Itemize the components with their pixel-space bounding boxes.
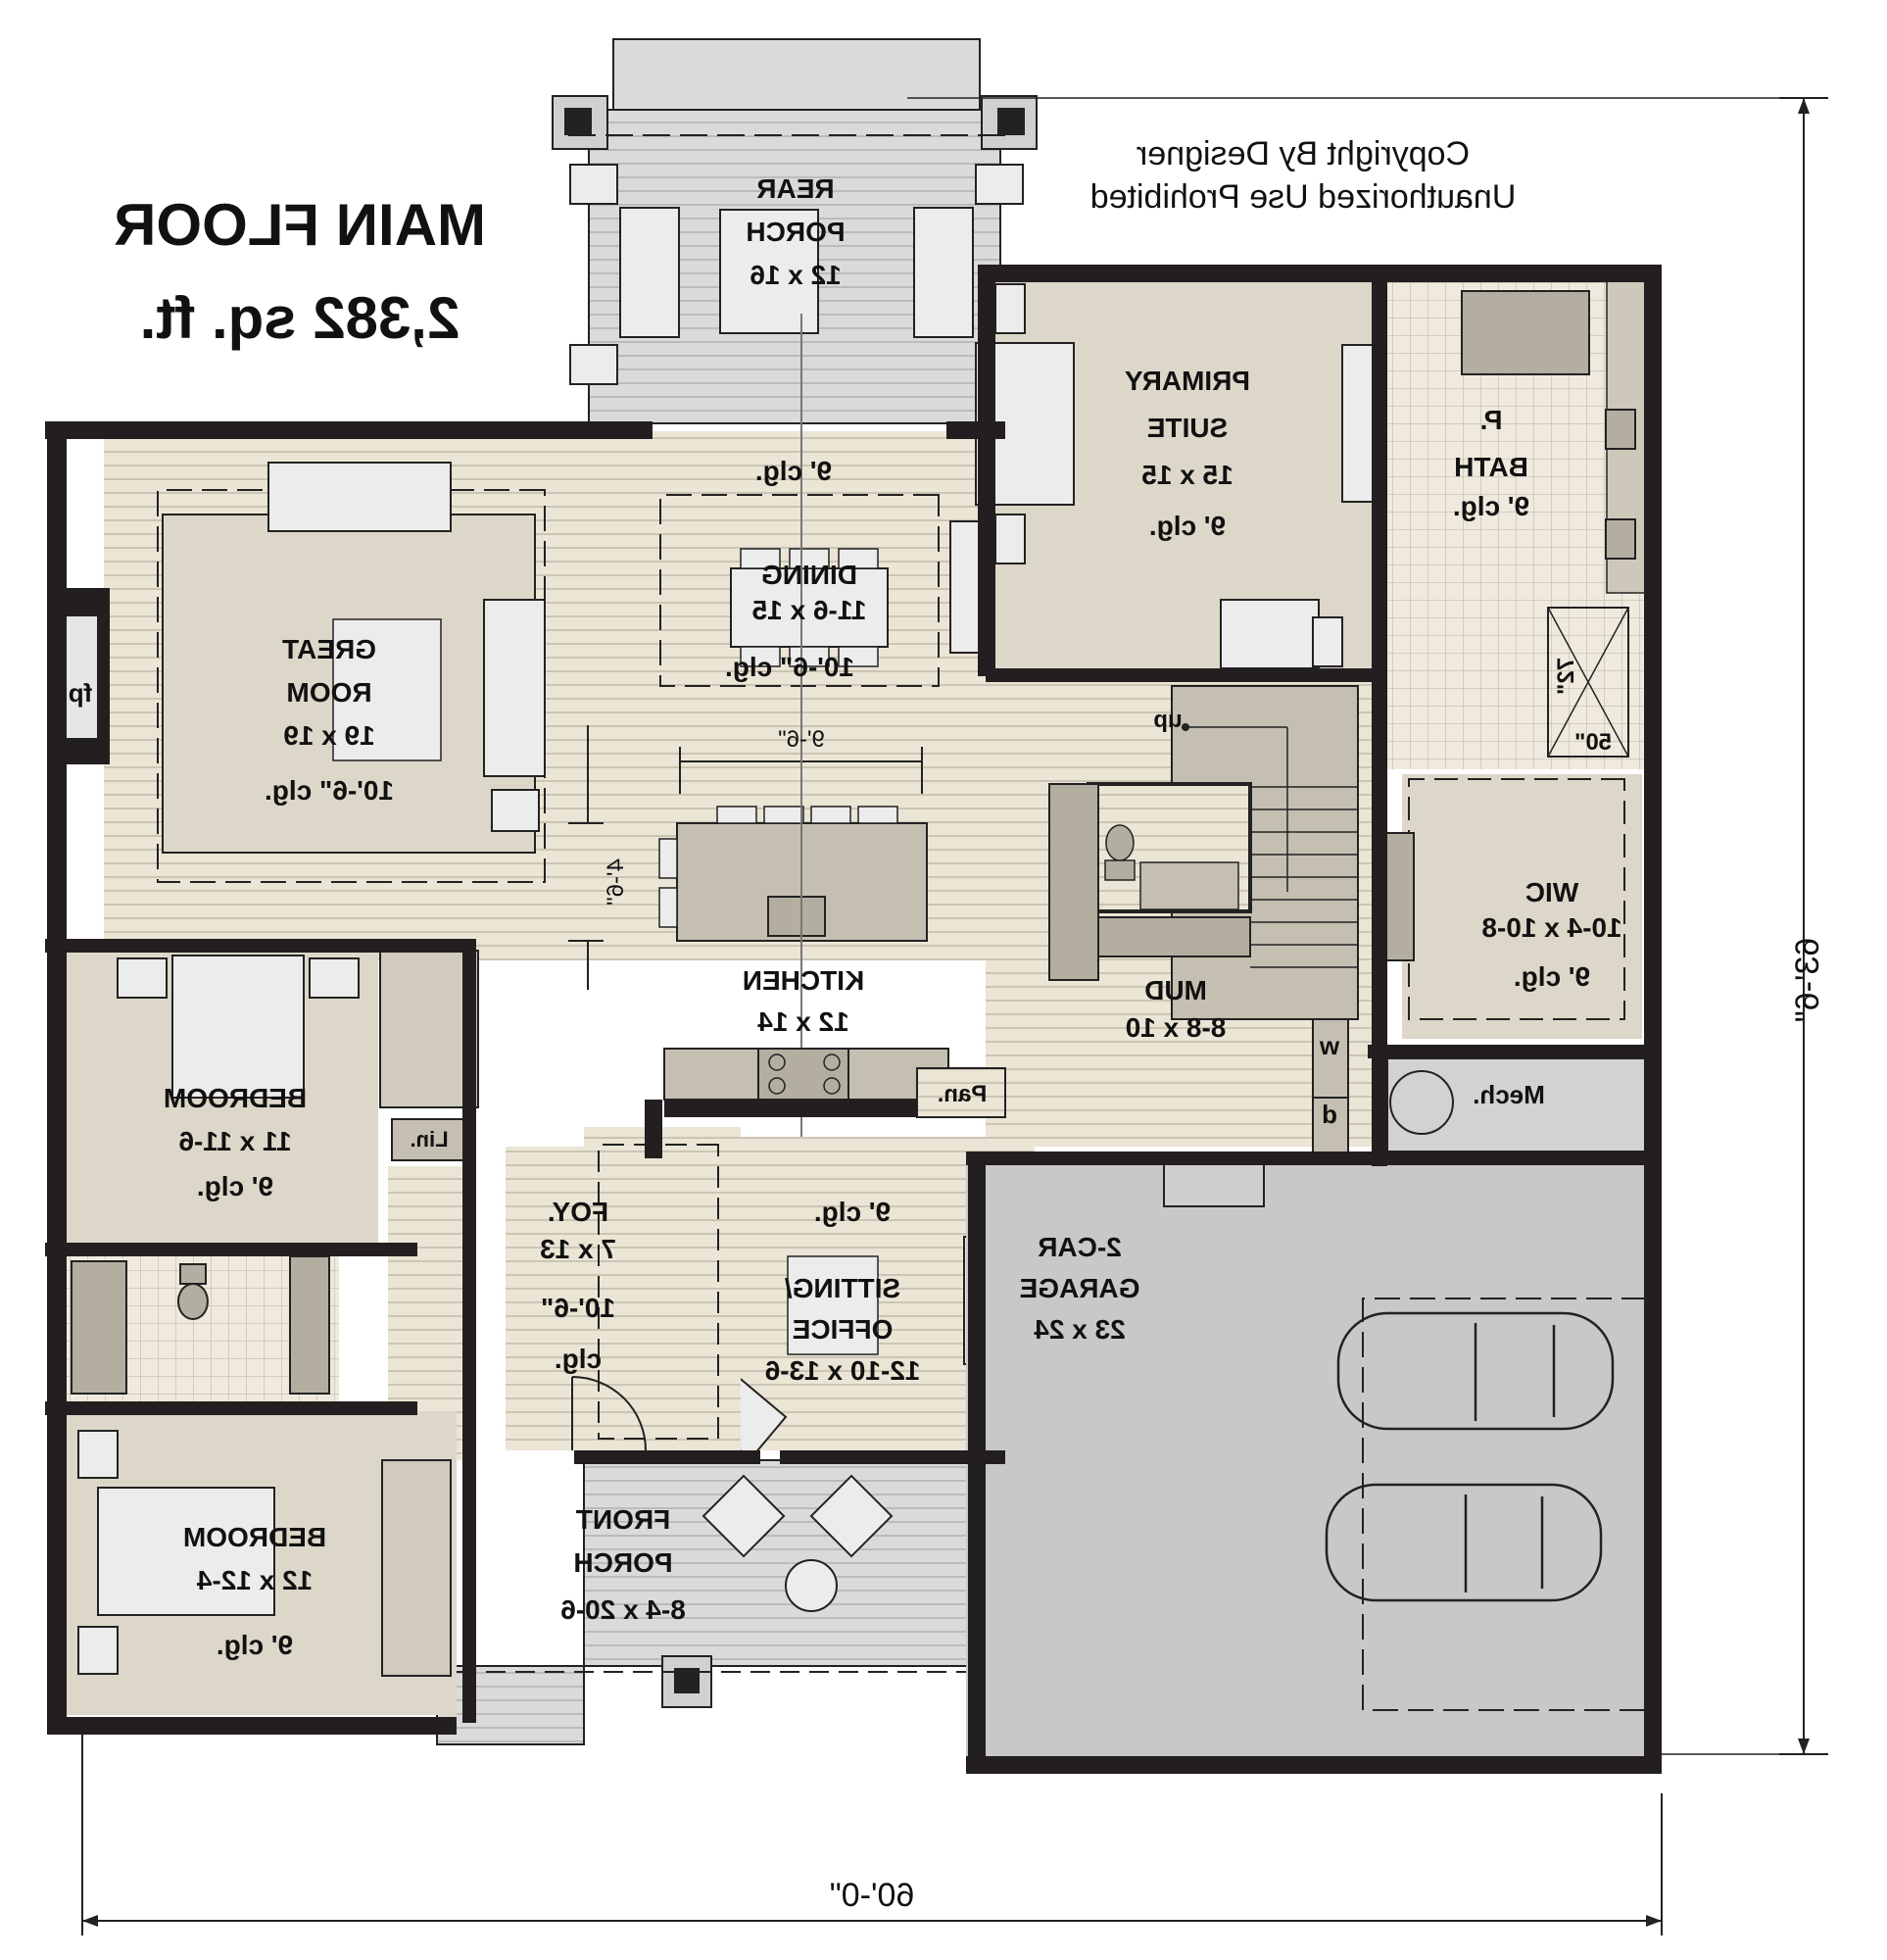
sitting-office-label: SITTING/ — [785, 1273, 900, 1303]
primary-bath-label: P. — [1480, 405, 1503, 435]
foyer-ceiling: 10'-6" — [541, 1293, 615, 1323]
island-depth: 4'-6" — [603, 858, 629, 906]
great-room-label-2: ROOM — [286, 677, 371, 708]
primary-bath-ceiling: 9' clg. — [1453, 491, 1529, 521]
foyer-ceiling-2: clg. — [555, 1344, 602, 1374]
shower-width: 50" — [1574, 729, 1612, 756]
island-dimension — [568, 725, 923, 990]
garage-label-2: GARAGE — [1020, 1273, 1140, 1303]
dining-upper-ceiling: 9' clg. — [755, 456, 832, 486]
pantry-label: Pan. — [938, 1081, 988, 1107]
walls — [45, 265, 1662, 1774]
front-porch-label: FRONT — [576, 1504, 670, 1535]
primary-suite-label-2: SUITE — [1147, 413, 1228, 443]
bedroom-2-label: BEDROOM — [183, 1522, 326, 1552]
title-sq-ft: 2,382 sq. ft. — [140, 285, 460, 351]
rear-porch-label: REAR — [756, 173, 834, 204]
primary-suite-ceiling: 9' clg. — [1149, 511, 1226, 541]
dryer-label: d — [1322, 1100, 1337, 1129]
title-main-floor: MAIN FLOOR — [114, 192, 486, 258]
bedroom-1-ceiling: 9' clg. — [197, 1171, 273, 1201]
car-icon — [1336, 1311, 1615, 1431]
washer-label: w — [1319, 1031, 1340, 1060]
dining-size: 11-6 x 15 — [752, 595, 867, 625]
wic-size: 10-4 x 10-8 — [1481, 912, 1621, 943]
wic-floor — [1402, 774, 1642, 1039]
wic-label: WIC — [1525, 877, 1578, 907]
garage-size: 23 x 24 — [1034, 1314, 1126, 1345]
rear-porch-size: 12 x 16 — [750, 260, 841, 290]
great-room-size: 19 x 19 — [283, 720, 374, 751]
bedroom-1-size: 11 x 11-6 — [178, 1126, 291, 1156]
sitting-office-ceiling: 9' clg. — [814, 1197, 891, 1227]
wic-ceiling: 9' clg. — [1514, 961, 1590, 992]
overall-depth-label: 63'-6" — [1789, 938, 1826, 1023]
mech-floor — [1386, 1057, 1653, 1152]
garage-floor — [966, 1161, 1652, 1769]
stairs-up-label: up — [1153, 707, 1182, 733]
great-room-label: GREAT — [282, 634, 376, 664]
primary-suite-label: PRIMARY — [1125, 366, 1250, 396]
island-length: 9'-6" — [778, 726, 825, 753]
great-room-ceiling: 10'-6" clg. — [265, 775, 394, 806]
primary-suite-size: 15 x 15 — [1141, 460, 1233, 490]
dining-ceiling: 10'-6" clg. — [725, 652, 854, 682]
front-porch-size: 8-4 x 20-6 — [560, 1594, 686, 1625]
copyright-line-1: Copyright By Designer — [1137, 135, 1470, 172]
car-icon — [1325, 1483, 1603, 1602]
overall-width-label: 60'-0" — [830, 1877, 915, 1914]
fireplace-label: fp — [69, 678, 93, 708]
kitchen-size: 12 x 14 — [757, 1006, 849, 1037]
foyer-size: 7 x 13 — [540, 1234, 616, 1264]
rear-porch — [552, 38, 1038, 424]
overall-dimensions — [81, 97, 1828, 1936]
mud-label: MUD — [1144, 975, 1207, 1005]
bedroom-2-size: 12 x 12-4 — [196, 1565, 313, 1595]
primary-bath-label-2: BATH — [1454, 452, 1528, 482]
kitchen-sink — [767, 896, 826, 937]
bedroom-2-ceiling: 9' clg. — [217, 1630, 293, 1660]
kitchen-label: KITCHEN — [743, 965, 864, 996]
sitting-office-size: 12-10 x 13-6 — [765, 1355, 921, 1386]
sitting-office-label-2: OFFICE — [793, 1314, 894, 1345]
front-porch-label-2: PORCH — [573, 1547, 672, 1578]
garage-label: 2-CAR — [1038, 1232, 1122, 1262]
mech-label: Mech. — [1473, 1080, 1545, 1109]
mud-size: 8-8 x 10 — [1126, 1012, 1227, 1043]
dining-label: DINING — [761, 560, 857, 590]
fireplace — [62, 614, 99, 740]
rear-porch-label-2: PORCH — [746, 217, 845, 247]
copyright-line-2: Unauthorized Use Prohibited — [1090, 178, 1517, 216]
bedroom-1-label: BEDROOM — [164, 1083, 307, 1113]
foyer-label: FOY. — [548, 1197, 608, 1227]
linen-label: Lin. — [410, 1127, 448, 1152]
shower-depth: 72" — [1553, 658, 1579, 695]
